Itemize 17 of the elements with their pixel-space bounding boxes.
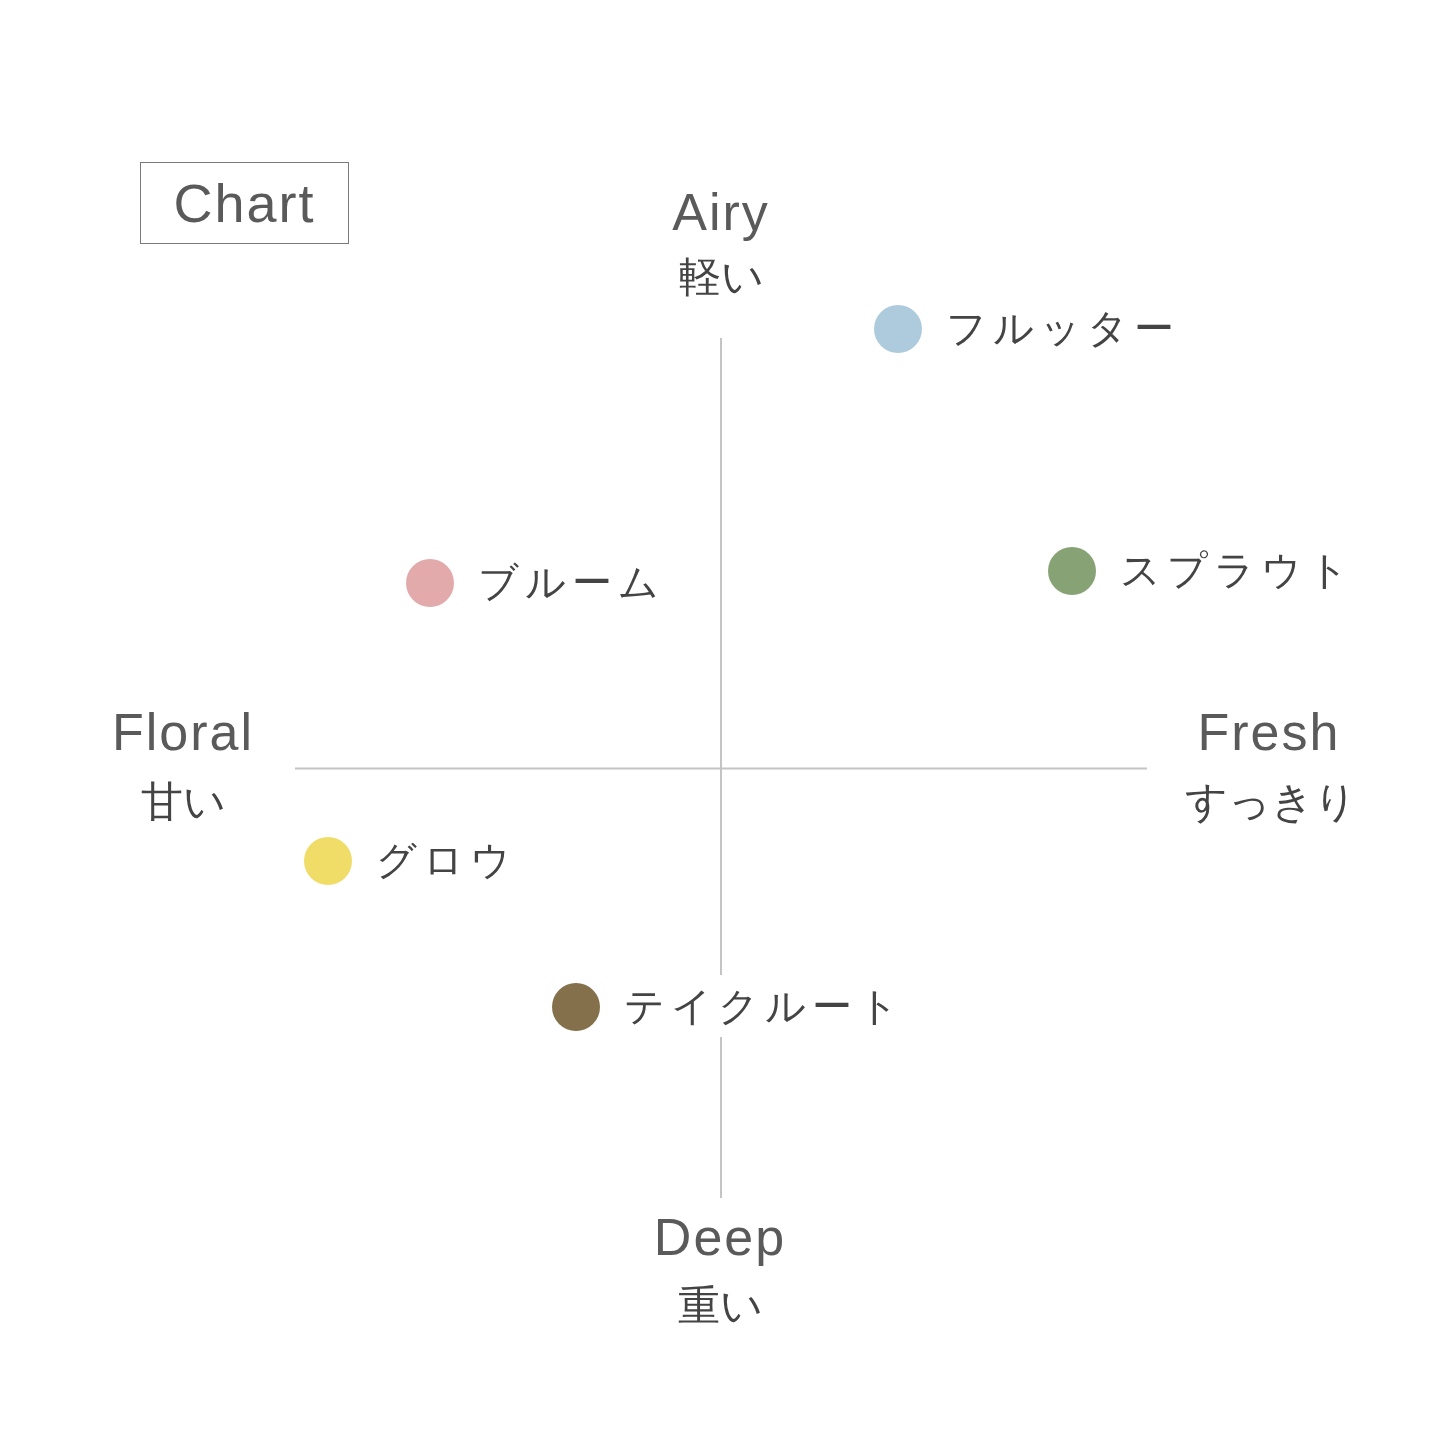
point-label: スプラウト — [1120, 550, 1355, 590]
axis-label: Floral — [112, 706, 254, 758]
point-label: テイクルート — [624, 986, 905, 1026]
dot-marker — [552, 983, 600, 1031]
axis-label: 甘い — [140, 781, 226, 823]
point-label: フルッター — [946, 308, 1180, 348]
dot-marker — [406, 559, 454, 607]
chart-title: Chart — [140, 162, 349, 244]
dot-marker — [304, 837, 352, 885]
point-label: グロウ — [376, 840, 517, 880]
axis-label: 軽い — [678, 256, 764, 298]
axis-label: すっきり — [1185, 781, 1357, 823]
point-label: ブルーム — [478, 562, 665, 602]
dot-marker — [1048, 547, 1096, 595]
dot-marker — [874, 305, 922, 353]
axis-label: Fresh — [1197, 706, 1341, 758]
axis-label: 重い — [677, 1285, 763, 1327]
